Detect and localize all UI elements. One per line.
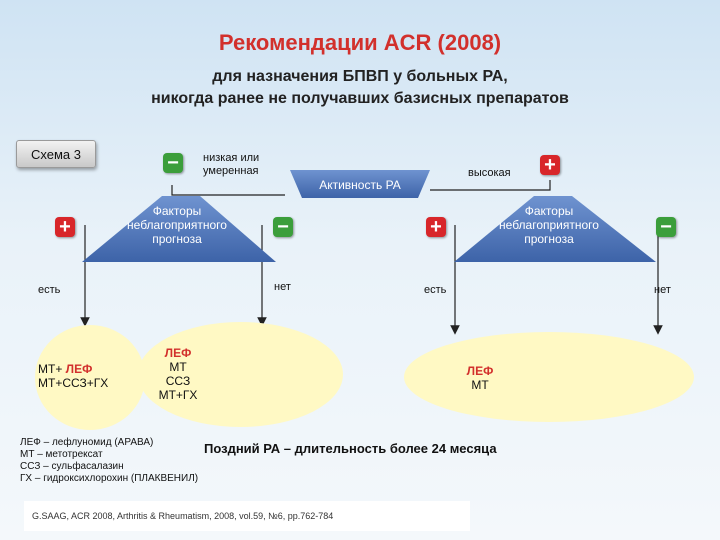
reference-box: G.SAAG, ACR 2008, Arthritis & Rheumatism… [24,501,470,531]
late-ra-note: Поздний РА – длительность более 24 месяц… [204,441,497,456]
abbreviation-legend: ЛЕФ – лефлуномид (АРАВА) МТ – метотрекса… [20,437,199,484]
slide-title: Рекомендации ACR (2008) [218,30,502,55]
activity-shape [290,170,430,198]
right-factors-shape [454,196,656,262]
subtitle-line-1: для назначения БПВП у больных РА, [212,68,508,85]
result-ellipse-1 [35,325,145,430]
branch-no-right: нет [654,284,671,296]
result-ellipse-3 [404,332,694,422]
branch-yes-left: есть [38,284,61,296]
branch-no-left: нет [274,281,291,293]
result-3-text: ЛЕФ МТ [466,364,494,392]
activity-label: Активность РА [319,178,401,192]
result-1-text: МТ+ ЛЕФ МТ+ССЗ+ГХ [38,362,109,390]
scheme-label: Схема 3 [16,140,96,168]
minus-icon: − [656,217,676,237]
result-ellipse-2 [138,322,343,427]
plus-icon: + [426,217,446,237]
plus-icon: + [540,155,560,175]
left-factors-shape [82,196,276,262]
low-moderate-label: низкая или умеренная [203,152,260,177]
result-2-text: ЛЕФ МТ ССЗ МТ+ГХ [158,346,198,402]
subtitle-line-2: никогда ранее не получавших базисных пре… [151,90,569,107]
right-factors-label: Факторы неблагоприятного прогноза [499,204,599,246]
minus-icon: − [273,217,293,237]
left-factors-label: Факторы неблагоприятного прогноза [127,204,227,246]
minus-icon: − [163,153,183,173]
branch-yes-right: есть [424,284,447,296]
plus-icon: + [55,217,75,237]
high-label: высокая [468,167,511,179]
